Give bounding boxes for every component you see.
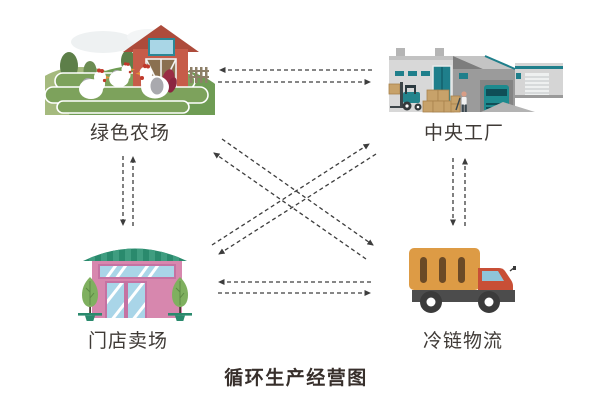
factory-label: 中央工厂 [423,123,504,144]
store-label: 门店卖场 [87,331,168,352]
farm-label: 绿色农场 [89,123,170,144]
farm-barn-chickens-icon [45,25,215,115]
warehouse-loading-dock-icon [388,48,563,113]
storefront-awning-icon [78,248,192,321]
logistics-label: 冷链物流 [422,331,503,352]
diagram-title: 循环生产经营图 [224,368,368,389]
delivery-truck-icon [409,248,516,313]
